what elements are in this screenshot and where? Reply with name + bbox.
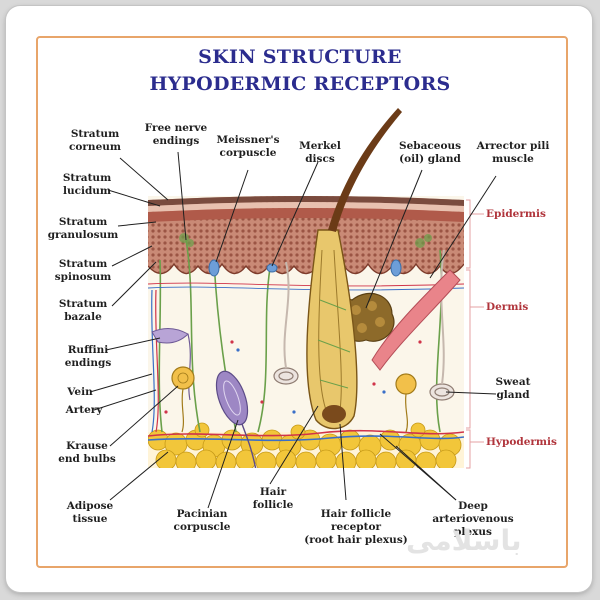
layer-brackets <box>466 199 484 469</box>
stratum-granulosum-band <box>148 208 464 222</box>
free-nerve-ending-tufts <box>179 233 432 248</box>
meissner-corpuscle <box>208 259 220 277</box>
leader-lines <box>89 151 497 509</box>
sweat-gland <box>273 367 455 401</box>
label-epidermis: Epidermis <box>486 208 546 220</box>
vessel-dots <box>164 340 422 414</box>
watermark-logo: باسلامی <box>406 524 522 557</box>
label-dermis: Dermis <box>486 301 529 313</box>
title-line-2: HYPODERMIC RECEPTORS <box>149 73 451 95</box>
adipose-cells <box>148 422 462 468</box>
merkel-disc <box>266 263 278 273</box>
stratum-lucidum-band <box>148 202 464 212</box>
title-line-1: SKIN STRUCTURE <box>198 46 402 68</box>
hair-bulb <box>322 405 346 423</box>
krause-end-bulb <box>171 366 195 390</box>
label-sebaceous-gland: Sebaceous(oil) gland <box>398 140 462 165</box>
arrector-pili-muscle <box>371 269 461 371</box>
hair-follicle <box>306 229 358 430</box>
hair-shaft <box>328 108 402 232</box>
stratum-corneum-band <box>148 196 464 206</box>
label-hypodermis: Hypodermis <box>486 436 557 448</box>
label-vein: Vein <box>67 386 93 398</box>
label-artery: Artery <box>65 404 103 416</box>
